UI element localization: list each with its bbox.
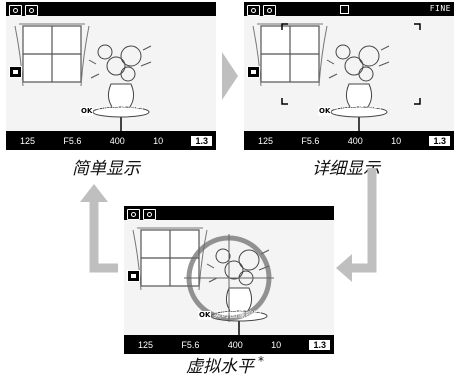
arrow-up-icon [89,200,118,273]
scene-image [6,15,216,132]
arrow-right-icon [222,52,238,100]
live-control-hint: OK 实时图像控制 [198,310,261,320]
live-view-icon [127,270,140,282]
frames-remaining: 10 [391,136,402,146]
aperture: F5.6 [63,136,82,146]
aperture: F5.6 [181,340,200,350]
camera-lens-icon [263,4,276,16]
live-control-hint: OK 实时图像控制 [80,106,143,116]
iso: 400 [347,136,363,146]
camera-lens-icon [25,4,38,16]
camera-lens-icon [143,208,156,220]
aperture: F5.6 [301,136,320,146]
simple-display-caption: 简单显示 [72,159,140,179]
live-control-label: 实时图像控制 [95,106,144,115]
camera-mode-icon [9,4,22,16]
image-quality: FINE [429,4,451,13]
detailed-display-screen: FINE OK 实时图像控制 125 F5.6 400 10 1.3 [244,2,454,150]
ok-button-icon: OK [80,106,94,116]
camera-mode-icon [247,4,260,16]
arrow-down-left-icon [350,168,377,273]
top-status-bar [6,2,216,18]
exposure-status-bar: 125 F5.6 400 10 1.3 [244,132,454,150]
iso: 400 [109,136,125,146]
frames-remaining: 10 [153,136,164,146]
shutter-speed: 125 [138,340,154,350]
live-control-label: 实时图像控制 [213,310,262,319]
scene-image [124,219,334,336]
shutter-speed: 125 [258,136,274,146]
scene-image [244,15,454,132]
virtual-horizon-label: 虚拟水平 [186,357,254,377]
exposure-status-bar: 125 F5.6 400 10 1.3 [6,132,216,150]
top-status-bar [124,206,334,222]
live-view-icon [9,66,22,78]
exposure-status-bar: 125 F5.6 400 10 1.3 [124,336,334,354]
top-status-bar [244,2,454,18]
shutter-speed: 125 [20,136,36,146]
frames-remaining: 10 [271,340,282,350]
ok-button-icon: OK [318,106,332,116]
iso: 400 [227,340,243,350]
exposure-value: 1.3 [429,136,450,146]
camera-mode-icon [127,208,140,220]
simple-display-screen: OK 实时图像控制 125 F5.6 400 10 1.3 [6,2,216,150]
metering-icon [340,5,349,14]
exposure-value: 1.3 [309,340,330,350]
live-view-icon [247,66,260,78]
exposure-value: 1.3 [191,136,212,146]
footnote-marker: * [258,354,264,369]
detailed-display-caption: 详细显示 [312,159,380,179]
live-control-label: 实时图像控制 [333,106,382,115]
ok-button-icon: OK [198,310,212,320]
virtual-horizon-screen: OK 实时图像控制 125 F5.6 400 10 1.3 [124,206,334,354]
virtual-horizon-caption: 虚拟水平 * [186,352,264,377]
live-control-hint: OK 实时图像控制 [318,106,381,116]
